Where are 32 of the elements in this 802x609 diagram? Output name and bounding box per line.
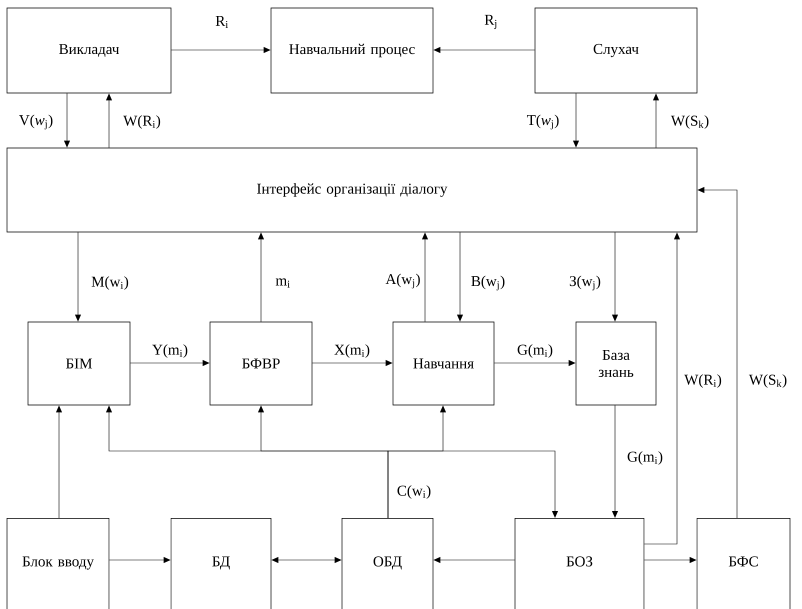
- edge-label: C(w$_{i}$): [398, 485, 430, 499]
- block-box: БД: [170, 518, 272, 609]
- edge-label: T(w$_{j}$): [526, 114, 559, 130]
- block-box: Інтерфейс організації діалогу: [6, 148, 698, 232]
- edge-label: V(w$_{j}$): [19, 114, 52, 130]
- block-box: Блок вводу: [6, 518, 110, 609]
- edge-label: A(w$_{j}$): [386, 274, 420, 288]
- edge-label: W(R$_{i}$): [123, 115, 160, 129]
- block-box: ОБД: [342, 518, 434, 609]
- block-box: БФС: [696, 518, 790, 609]
- edge-label: Y(m$_{i}$): [152, 344, 188, 358]
- edge-label: X(m$_{i}$): [334, 344, 370, 358]
- block-box: БФВР: [210, 322, 312, 406]
- edge-label: G(m$_{i}$): [628, 451, 662, 465]
- block-box: БОЗ: [514, 518, 644, 609]
- edge-label: W(S$_{k}$): [748, 374, 786, 388]
- edge-label: W(S$_{k}$): [670, 115, 708, 129]
- block-box: Слухач: [534, 8, 698, 94]
- block-box: БІМ: [28, 322, 130, 406]
- edge-label: B(w$_{j}$): [471, 276, 504, 290]
- edge-label: G(m$_{i}$): [518, 344, 552, 358]
- block-box: База знань: [576, 322, 656, 406]
- block-box: Навчальний процес: [270, 8, 434, 94]
- edge-label: R$_{j}$: [484, 14, 496, 30]
- edge-label: m$_{i}$: [276, 278, 290, 288]
- arrow: [388, 450, 558, 518]
- edge-label: M(w$_{i}$): [92, 276, 128, 290]
- block-box: Викладач: [6, 8, 172, 94]
- edge-label: R$_{i}$: [216, 16, 228, 28]
- edge-label: W(R$_{i}$): [684, 374, 722, 388]
- block-box: Навчання: [392, 322, 494, 406]
- edge-label: З(w$_{j}$): [570, 276, 600, 290]
